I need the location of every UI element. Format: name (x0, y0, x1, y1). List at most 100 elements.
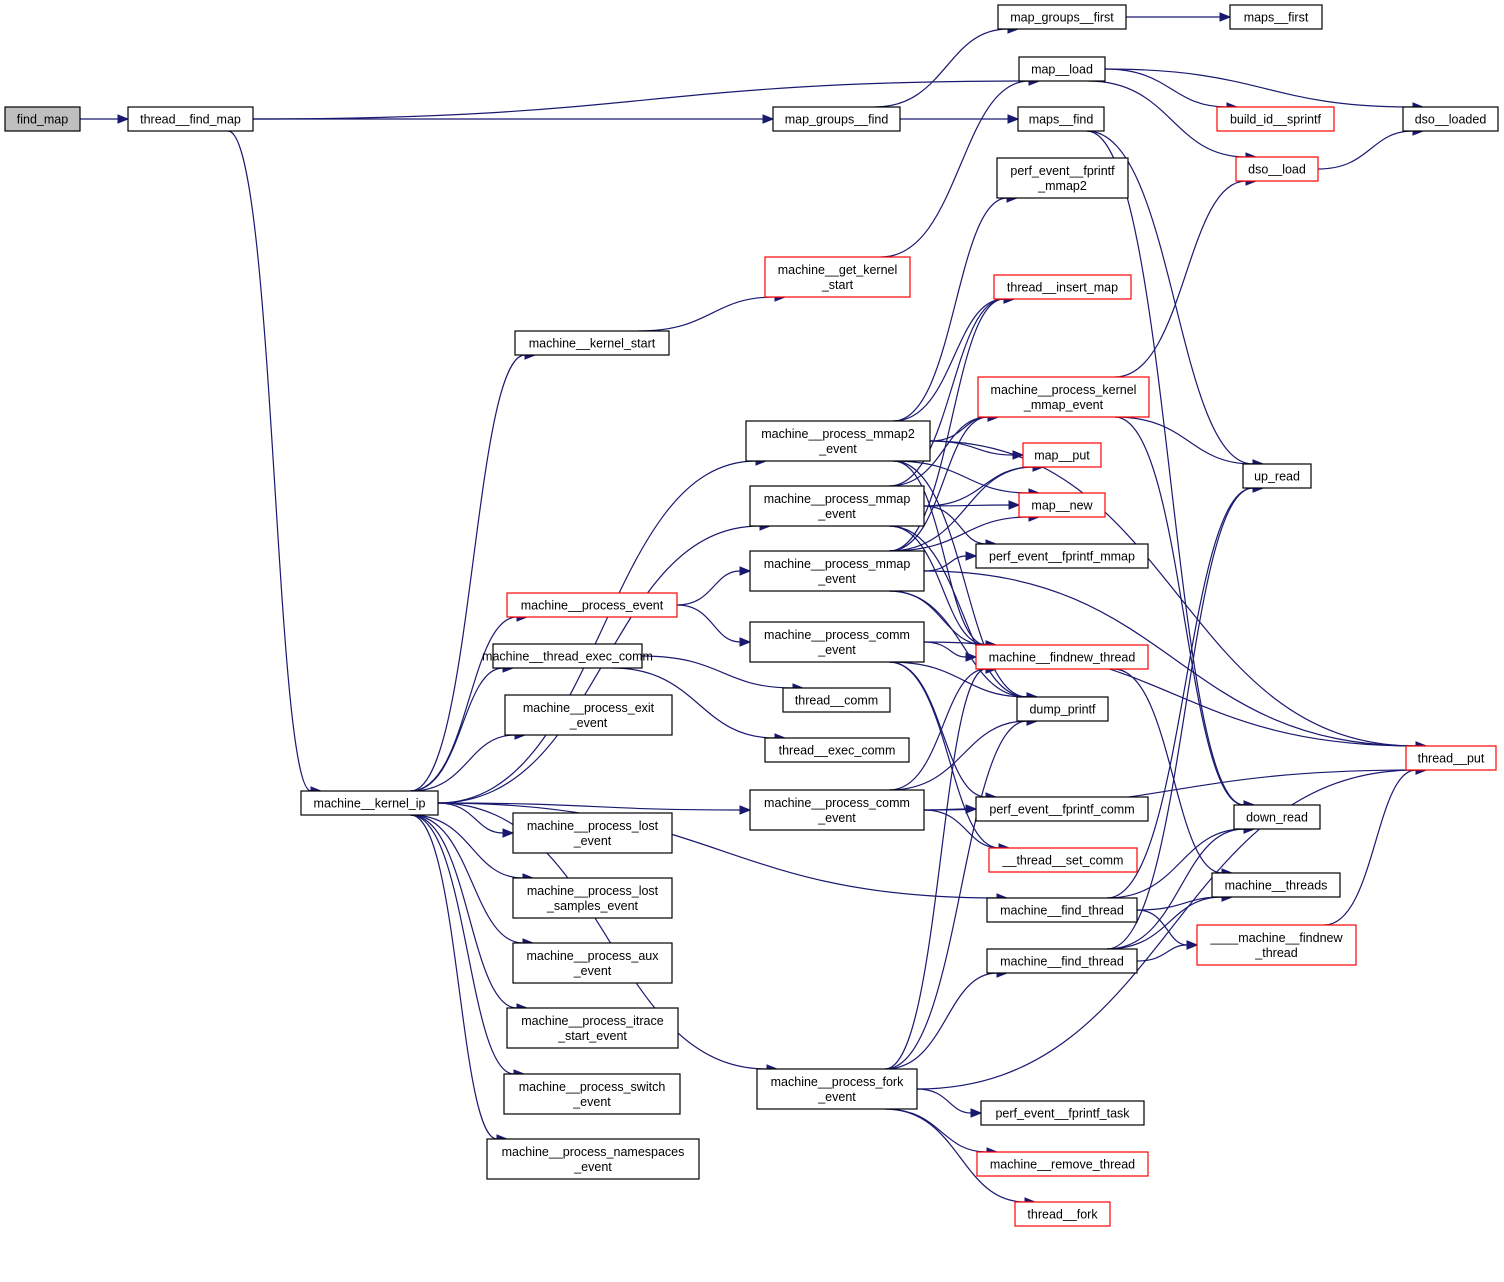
node-box[interactable] (977, 376, 1150, 418)
node-box[interactable] (1216, 106, 1335, 132)
node-box[interactable] (486, 1138, 700, 1180)
node-box[interactable] (1405, 745, 1497, 771)
node-machine-remove-thread[interactable]: machine__remove_thread (976, 1151, 1149, 1177)
node-thread-exec-comm[interactable]: thread__exec_comm (764, 737, 910, 763)
node-machine-find-thread-b[interactable]: machine__find_thread (986, 948, 1138, 974)
node-thread-fork[interactable]: thread__fork (1014, 1201, 1111, 1227)
node-machine-get-kernel-start[interactable]: machine__get_kernel_start (764, 256, 911, 298)
node-map-new[interactable]: map__new (1018, 492, 1106, 518)
node-box[interactable] (976, 1151, 1149, 1177)
node-machine-thread-exec-comm[interactable]: machine__thread_exec_comm (482, 643, 653, 669)
node-box[interactable] (975, 796, 1149, 822)
node-box[interactable] (975, 644, 1149, 670)
node-box[interactable] (512, 812, 673, 854)
node-box[interactable] (782, 687, 891, 713)
node-machine-process-fork-event[interactable]: machine__process_fork_event (756, 1068, 918, 1110)
node-box[interactable] (764, 256, 911, 298)
node-box[interactable] (1229, 4, 1323, 30)
node-box[interactable] (504, 694, 673, 736)
node-box[interactable] (1235, 156, 1319, 182)
node-machine-process-comm-event-b[interactable]: machine__process_comm_event (749, 789, 925, 831)
node-box[interactable] (764, 737, 910, 763)
node-perf-event-fprintf-task[interactable]: perf_event__fprintf_task (980, 1100, 1145, 1126)
node-machine-process-mmap-event-b[interactable]: machine__process_mmap_event (749, 550, 925, 592)
node-machine-process-mmap-event-a[interactable]: machine__process_mmap_event (749, 485, 925, 527)
node-perf-event-fprintf-mmap[interactable]: perf_event__fprintf_mmap (975, 543, 1149, 569)
node-perf-event-fprintf-mmap2[interactable]: perf_event__fprintf_mmap2 (996, 157, 1129, 199)
node-box[interactable] (749, 789, 925, 831)
node-box[interactable] (986, 948, 1138, 974)
node-thread-comm[interactable]: thread__comm (782, 687, 891, 713)
node-box[interactable] (514, 330, 670, 356)
node-box[interactable] (745, 420, 931, 462)
node-box[interactable] (993, 274, 1132, 300)
node-box[interactable] (980, 1100, 1145, 1126)
node-box[interactable] (997, 4, 1127, 30)
node-map-groups-first[interactable]: map_groups__first (997, 4, 1127, 30)
node-thread-put[interactable]: thread__put (1405, 745, 1497, 771)
node-box[interactable] (127, 106, 254, 132)
node-machine-kernel-start[interactable]: machine__kernel_start (514, 330, 670, 356)
node-machine-findnew-thread[interactable]: machine__findnew_thread (975, 644, 1149, 670)
node-box[interactable] (503, 1073, 681, 1115)
node-box[interactable] (492, 643, 643, 669)
node-machine-find-thread-a[interactable]: machine__find_thread (986, 897, 1138, 923)
node-perf-event-fprintf-comm[interactable]: perf_event__fprintf_comm (975, 796, 1149, 822)
node-build-id-sprintf[interactable]: build_id__sprintf (1216, 106, 1335, 132)
node-machine-process-kernel-mmap-event[interactable]: machine__process_kernel_mmap_event (977, 376, 1150, 418)
node-box[interactable] (749, 485, 925, 527)
node-box[interactable] (1018, 492, 1106, 518)
node-box[interactable] (512, 942, 673, 984)
node-dso-loaded[interactable]: dso__loaded (1402, 106, 1499, 132)
node-box[interactable] (506, 592, 678, 618)
node-machine-process-namespaces-event[interactable]: machine__process_namespaces_event (486, 1138, 700, 1180)
node-machine-process-lost-event[interactable]: machine__process_lost_event (512, 812, 673, 854)
node-thread-find-map[interactable]: thread__find_map (127, 106, 254, 132)
node-maps-find[interactable]: maps__find (1017, 106, 1105, 132)
node-thread-insert-map[interactable]: thread__insert_map (993, 274, 1132, 300)
node-machine-kernel-ip[interactable]: machine__kernel_ip (300, 790, 439, 816)
node-dso-load[interactable]: dso__load (1235, 156, 1319, 182)
node-machine-threads[interactable]: machine__threads (1211, 872, 1341, 898)
node-box[interactable] (1233, 804, 1321, 830)
node-dump-printf[interactable]: dump_printf (1016, 696, 1109, 722)
node-find-map[interactable]: find_map (4, 106, 81, 132)
node-thread-set-comm[interactable]: __thread__set_comm (988, 847, 1138, 873)
node-down-read[interactable]: down_read (1233, 804, 1321, 830)
node-machine-process-comm-event-a[interactable]: machine__process_comm_event (749, 621, 925, 663)
node-map-load[interactable]: map__load (1018, 56, 1106, 82)
node-box[interactable] (1014, 1201, 1111, 1227)
node-machine-process-exit-event[interactable]: machine__process_exit_event (504, 694, 673, 736)
node-box[interactable] (1196, 924, 1357, 966)
node-box[interactable] (749, 621, 925, 663)
node-box[interactable] (772, 106, 901, 132)
node-machine-process-mmap2-event[interactable]: machine__process_mmap2_event (745, 420, 931, 462)
node-map-put[interactable]: map__put (1022, 442, 1102, 468)
node-box[interactable] (1022, 442, 1102, 468)
node-machine-process-aux-event[interactable]: machine__process_aux_event (512, 942, 673, 984)
node-box[interactable] (996, 157, 1129, 199)
node-box[interactable] (512, 877, 673, 919)
node-box[interactable] (1018, 56, 1106, 82)
node-machine-process-event[interactable]: machine__process_event (506, 592, 678, 618)
node-box[interactable] (4, 106, 81, 132)
node-box[interactable] (300, 790, 439, 816)
node-machine-process-lost-samples-event[interactable]: machine__process_lost_samples_event (512, 877, 673, 919)
node-box[interactable] (506, 1007, 679, 1049)
node-up-read[interactable]: up_read (1242, 463, 1312, 489)
node-box[interactable] (975, 543, 1149, 569)
node-box[interactable] (756, 1068, 918, 1110)
node-map-groups-find[interactable]: map_groups__find (772, 106, 901, 132)
node-box[interactable] (986, 897, 1138, 923)
node-box[interactable] (1017, 106, 1105, 132)
node-machine-process-itrace-start-event[interactable]: machine__process_itrace_start_event (506, 1007, 679, 1049)
node-box[interactable] (1242, 463, 1312, 489)
node-maps-first[interactable]: maps__first (1229, 4, 1323, 30)
node-box[interactable] (1402, 106, 1499, 132)
node-machine-process-switch-event[interactable]: machine__process_switch_event (503, 1073, 681, 1115)
node-box[interactable] (1016, 696, 1109, 722)
node-box[interactable] (749, 550, 925, 592)
node-box[interactable] (1211, 872, 1341, 898)
node-machine-findnew-thread[interactable]: ____machine__findnew_thread (1196, 924, 1357, 966)
node-box[interactable] (988, 847, 1138, 873)
